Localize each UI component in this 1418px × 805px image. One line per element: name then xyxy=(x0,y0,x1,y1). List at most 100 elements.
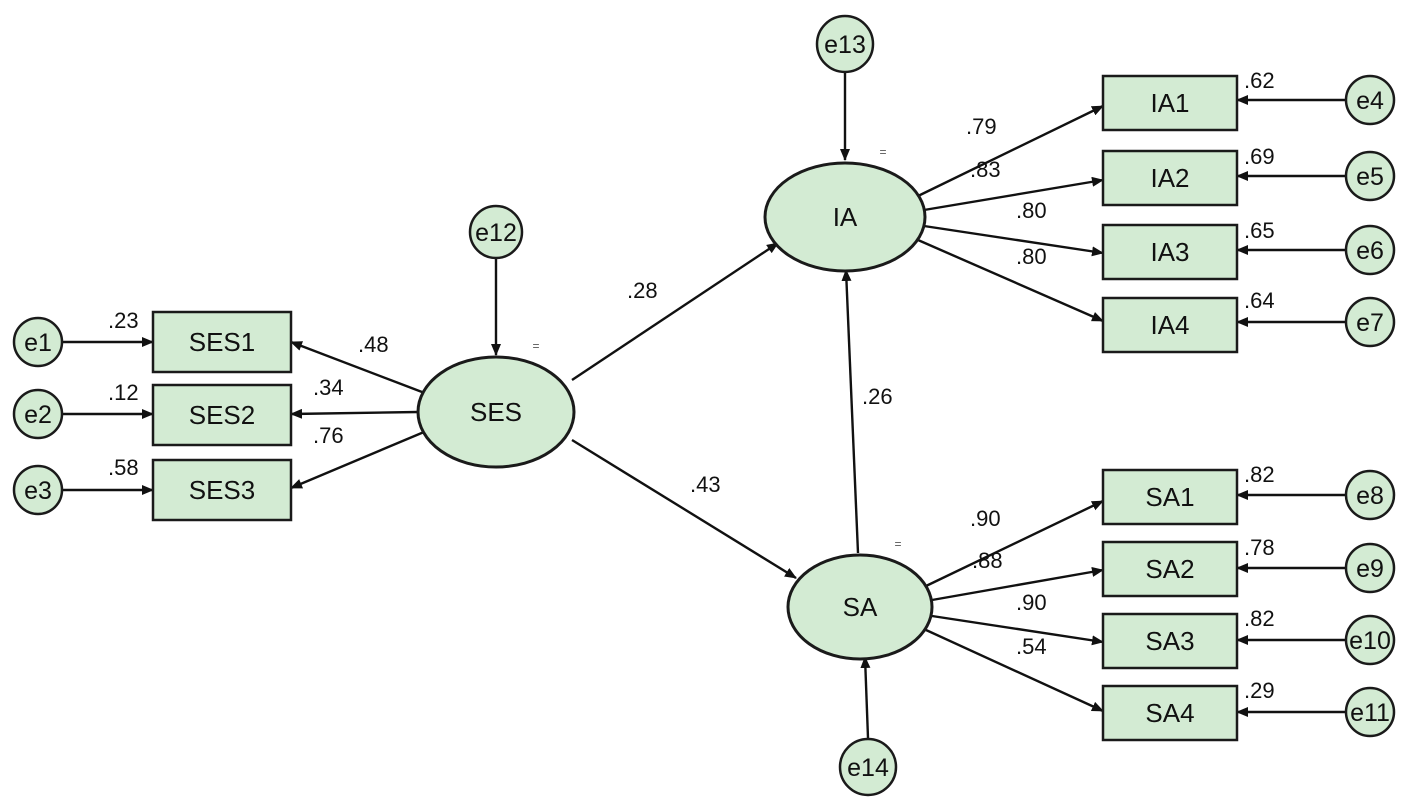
error-label-e2: e2 xyxy=(24,401,52,429)
loading-ia-ia3: .80 xyxy=(1016,198,1047,223)
loading-ses-ses3: .76 xyxy=(313,423,344,448)
observed-label-sa3: SA3 xyxy=(1145,626,1194,656)
arrow-sa-sa4 xyxy=(925,628,1104,713)
error-label-e4: e4 xyxy=(1356,87,1384,115)
rsq-ia2: .69 xyxy=(1244,144,1275,169)
observed-label-ses2: SES2 xyxy=(189,400,256,430)
loading-ia-ia4: .80 xyxy=(1016,244,1047,269)
error-node-e11: e11 xyxy=(1344,686,1396,738)
latent-mark-ia: = xyxy=(879,145,886,159)
latent-node-ses: SES = xyxy=(416,339,576,469)
arrow-ses-ia xyxy=(571,242,779,381)
error-node-e8: e8 xyxy=(1344,469,1396,521)
observed-label-ia4: IA4 xyxy=(1150,310,1189,340)
loading-ia-ia1: .79 xyxy=(966,114,997,139)
observed-variables: SES1 SES2 SES3 IA1 IA2 IA3 IA4 SA1 xyxy=(151,74,1239,742)
loading-sa-sa4: .54 xyxy=(1016,634,1047,659)
error-node-e1: e1 xyxy=(12,316,64,368)
error-node-e7: e7 xyxy=(1344,296,1396,348)
observed-label-ia1: IA1 xyxy=(1150,88,1189,118)
arrow-ia-ia1 xyxy=(917,104,1104,198)
error-label-e10: e10 xyxy=(1349,627,1391,655)
observed-label-sa2: SA2 xyxy=(1145,554,1194,584)
error-label-e8: e8 xyxy=(1356,482,1384,510)
latent-label-sa: SA xyxy=(843,592,878,622)
observed-node-ia2: IA2 xyxy=(1101,149,1239,207)
arrow-ses-ses1 xyxy=(290,340,423,394)
observed-node-ses3: SES3 xyxy=(151,458,293,522)
error-label-e11: e11 xyxy=(1350,699,1390,727)
observed-node-sa2: SA2 xyxy=(1101,540,1239,598)
error-node-e2: e2 xyxy=(12,388,64,440)
error-node-e13: e13 xyxy=(815,14,875,74)
loading-ia-ia2: .83 xyxy=(970,157,1001,182)
arrow-sa-ia xyxy=(841,269,860,554)
rsq-sa3: .82 xyxy=(1244,606,1275,631)
error-label-e9: e9 xyxy=(1356,555,1384,583)
observed-label-sa1: SA1 xyxy=(1145,482,1194,512)
loading-ses-ses2: .34 xyxy=(313,375,344,400)
latent-label-ses: SES xyxy=(470,397,522,427)
observed-label-ia2: IA2 xyxy=(1150,163,1189,193)
error-label-e3: e3 xyxy=(24,477,52,505)
error-label-e12: e12 xyxy=(475,219,517,247)
arrow-sa-sa1 xyxy=(925,499,1104,588)
observed-label-ia3: IA3 xyxy=(1150,237,1189,267)
latent-mark-sa: = xyxy=(894,537,901,551)
observed-node-ia3: IA3 xyxy=(1101,223,1239,281)
arrow-sa-sa3 xyxy=(931,614,1104,646)
error-node-e6: e6 xyxy=(1344,224,1396,276)
error-terms: e1 e2 e3 e12 e13 e14 e4 e5 xyxy=(12,14,1396,797)
error-node-e10: e10 xyxy=(1344,614,1396,666)
error-label-e14: e14 xyxy=(847,754,889,782)
error-node-e4: e4 xyxy=(1344,74,1396,126)
rsq-ia1: .62 xyxy=(1244,68,1275,93)
observed-node-sa1: SA1 xyxy=(1101,468,1239,526)
observed-label-ses3: SES3 xyxy=(189,475,256,505)
latent-variables: SES = IA = SA = xyxy=(416,145,934,661)
latent-node-sa: SA = xyxy=(786,537,934,661)
rsq-sa2: .78 xyxy=(1244,535,1275,560)
loading-sa-sa2: .88 xyxy=(972,548,1003,573)
path-ses-sa: .43 xyxy=(690,472,721,497)
observed-node-ia4: IA4 xyxy=(1101,296,1239,354)
observed-label-sa4: SA4 xyxy=(1145,698,1194,728)
loading-sa-sa3: .90 xyxy=(1016,590,1047,615)
observed-label-ses1: SES1 xyxy=(189,327,256,357)
latent-label-ia: IA xyxy=(833,202,858,232)
error-label-e5: e5 xyxy=(1356,163,1384,191)
error-node-e12: e12 xyxy=(468,204,524,260)
error-node-e14: e14 xyxy=(838,737,898,797)
arrow-sa-sa2 xyxy=(931,566,1104,602)
arrow-e14-sa xyxy=(860,656,871,739)
error-label-e1: e1 xyxy=(24,329,52,357)
rsq-ses2: .12 xyxy=(108,380,139,405)
rsq-ia4: .64 xyxy=(1244,288,1275,313)
arrow-ses-sa xyxy=(571,438,797,580)
rsq-ses1: .23 xyxy=(108,308,139,333)
error-node-e5: e5 xyxy=(1344,150,1396,202)
rsq-ia3: .65 xyxy=(1244,218,1275,243)
observed-node-ses1: SES1 xyxy=(151,310,293,374)
loading-ses-ses1: .48 xyxy=(358,332,389,357)
observed-node-sa3: SA3 xyxy=(1101,612,1239,670)
error-label-e7: e7 xyxy=(1356,309,1384,337)
error-node-e9: e9 xyxy=(1344,542,1396,594)
rsq-sa4: .29 xyxy=(1244,678,1275,703)
observed-node-sa4: SA4 xyxy=(1101,684,1239,742)
error-node-e3: e3 xyxy=(12,464,64,516)
path-sa-ia: .26 xyxy=(862,384,893,409)
arrow-ia-ia4 xyxy=(917,238,1104,323)
latent-mark-ses: = xyxy=(532,339,539,353)
arrow-ia-ia2 xyxy=(923,176,1104,212)
arrows xyxy=(62,72,1346,739)
arrow-ses-ses2 xyxy=(290,408,419,419)
coefficient-labels: .23 .12 .58 .48 .34 .76 .28 .43 .26 .79 … xyxy=(108,68,1275,703)
observed-node-ia1: IA1 xyxy=(1101,74,1239,132)
rsq-sa1: .82 xyxy=(1244,462,1275,487)
latent-node-ia: IA = xyxy=(763,145,927,273)
arrow-ia-ia3 xyxy=(923,224,1104,257)
arrow-ses-ses3 xyxy=(290,430,425,490)
error-label-e6: e6 xyxy=(1356,237,1384,265)
